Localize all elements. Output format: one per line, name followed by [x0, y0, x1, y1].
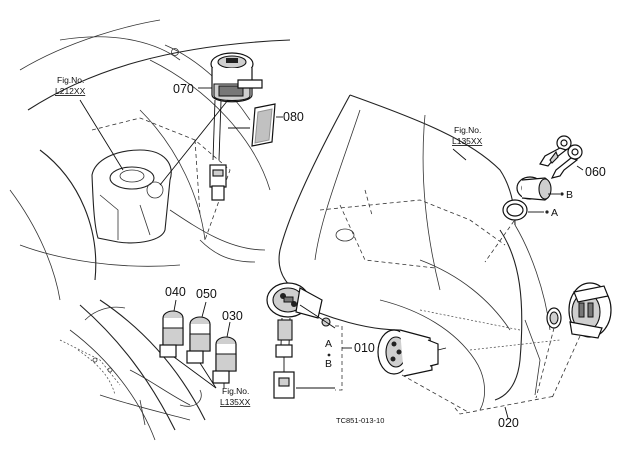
part-label-020: 020	[498, 416, 519, 430]
part-020-connector	[377, 329, 447, 377]
part-030-switch	[212, 336, 237, 384]
mark-a: A	[325, 338, 332, 350]
part-040-switch	[159, 310, 184, 358]
fig-ref-number: L212XX	[55, 86, 86, 96]
reference-marks: B A A B	[325, 189, 573, 370]
diagram-caption: TC851-013-10	[336, 416, 384, 425]
part-060-keys	[539, 135, 583, 179]
fig-ref-prefix: Fig.No.	[222, 386, 249, 396]
mark-b: B	[566, 189, 573, 201]
part-050-switch	[186, 316, 211, 364]
fig-ref-prefix: Fig.No.	[454, 125, 481, 135]
figure-references: Fig.No. L212XX Fig.No. L135XX Fig.No. L1…	[55, 75, 483, 407]
part-label-050: 050	[196, 287, 217, 301]
fig-ref-prefix: Fig.No.	[57, 75, 84, 85]
fig-ref-number: L135XX	[452, 136, 483, 146]
part-labels: 070 080 060 040 050 030 010 020	[165, 82, 606, 430]
part-label-060: 060	[585, 165, 606, 179]
part-label-040: 040	[165, 285, 186, 299]
fig-ref-number: L135XX	[220, 397, 251, 407]
part-070-key-switch	[209, 52, 263, 201]
part-080-tag	[228, 103, 276, 147]
part-060-ring	[502, 199, 528, 221]
part-label-070: 070	[173, 82, 194, 96]
part-label-080: 080	[283, 110, 304, 124]
part-020-cap	[568, 282, 612, 339]
part-010-ignition-switch	[266, 282, 331, 399]
part-label-010: 010	[354, 341, 375, 355]
mark-b: B	[325, 358, 332, 370]
leader-lines	[79, 87, 584, 419]
part-060-key-barrel	[516, 176, 552, 201]
mark-a: A	[551, 207, 558, 219]
part-label-030: 030	[222, 309, 243, 323]
part-020-nut	[546, 307, 562, 329]
